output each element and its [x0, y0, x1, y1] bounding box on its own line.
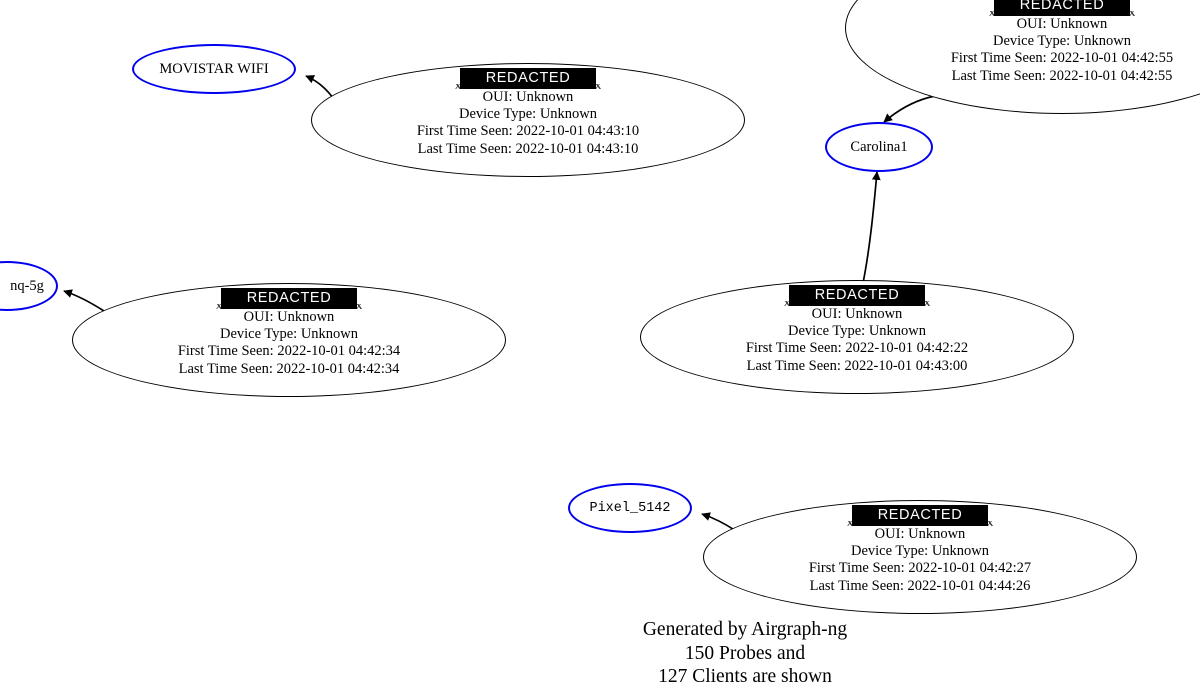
device-type-label: Device Type: — [992, 33, 1071, 50]
client-first-seen: First Time Seen: 2022-10-01 04:42:34 — [178, 343, 400, 360]
client-node-top-right[interactable]: REDACTED XX:XX:XX:XX:XX:XX OUI: Unknown … — [845, 0, 1200, 114]
client-last-seen: Last Time Seen: 2022-10-01 04:43:10 — [418, 141, 639, 158]
device-type-label: Device Type: — [458, 106, 537, 123]
last-seen-value: 2022-10-01 04:44:26 — [907, 577, 1031, 594]
oui-label: OUI: — [874, 526, 905, 542]
client-oui: OUI: Unknown — [812, 306, 903, 323]
client-last-seen: Last Time Seen: 2022-10-01 04:43:00 — [747, 358, 968, 375]
probe-label: nq-5g — [10, 277, 44, 294]
probe-label: MOVISTAR WIFI — [159, 60, 269, 77]
first-seen-value: 2022-10-01 04:42:27 — [908, 560, 1032, 577]
first-seen-label: First Time Seen: — [416, 123, 513, 140]
probe-node-carolina1[interactable]: Carolina1 — [825, 122, 933, 172]
device-type-value: Unknown — [931, 543, 990, 560]
probe-node-nq-5g[interactable]: nq-5g — [0, 261, 58, 311]
first-seen-value: 2022-10-01 04:42:55 — [1050, 50, 1174, 67]
probe-label: Pixel_5142 — [589, 500, 671, 516]
first-seen-value: 2022-10-01 04:43:10 — [516, 123, 640, 140]
client-first-seen: First Time Seen: 2022-10-01 04:42:27 — [809, 560, 1031, 577]
probe-node-movistar-wifi[interactable]: MOVISTAR WIFI — [132, 44, 296, 94]
device-type-value: Unknown — [1073, 33, 1132, 50]
oui-value: Unknown — [1050, 16, 1108, 32]
client-device-type: Device Type: Unknown — [459, 106, 597, 123]
probe-label: Carolina1 — [850, 138, 908, 155]
last-seen-value: 2022-10-01 04:43:10 — [515, 140, 639, 157]
redacted-mac-bar: REDACTED — [788, 285, 926, 306]
oui-label: OUI: — [482, 89, 513, 105]
graph-footer: Generated by Airgraph-ng 150 Probes and … — [0, 618, 1200, 689]
oui-value: Unknown — [277, 309, 335, 325]
client-device-type: Device Type: Unknown — [851, 543, 989, 560]
oui-label: OUI: — [243, 309, 274, 325]
first-seen-value: 2022-10-01 04:42:22 — [845, 340, 969, 357]
probe-node-pixel-5142[interactable]: Pixel_5142 — [568, 483, 692, 533]
redacted-mac-bar: REDACTED — [220, 288, 358, 309]
last-seen-label: Last Time Seen: — [417, 140, 512, 157]
client-node-mid-left[interactable]: REDACTED XX:XX:XX:XX:XX:XX OUI: Unknown … — [72, 283, 506, 397]
footer-probe-count-line: 150 Probes and — [684, 642, 806, 664]
first-seen-label: First Time Seen: — [808, 560, 905, 577]
last-seen-label: Last Time Seen: — [809, 577, 904, 594]
client-last-seen: Last Time Seen: 2022-10-01 04:42:55 — [952, 68, 1173, 85]
edge-client-top-right-to-carolina1 — [883, 95, 936, 123]
client-oui: OUI: Unknown — [244, 309, 335, 326]
first-seen-label: First Time Seen: — [177, 343, 274, 360]
last-seen-label: Last Time Seen: — [746, 357, 841, 374]
last-seen-value: 2022-10-01 04:43:00 — [844, 357, 968, 374]
client-node-bottom[interactable]: REDACTED XX:XX:XX:XX:XX:XX OUI: Unknown … — [703, 500, 1137, 614]
device-type-label: Device Type: — [219, 326, 298, 343]
footer-client-count-line: 127 Clients are shown — [658, 666, 832, 687]
device-type-value: Unknown — [539, 106, 598, 123]
oui-label: OUI: — [1016, 16, 1047, 32]
last-seen-label: Last Time Seen: — [178, 360, 273, 377]
client-oui: OUI: Unknown — [483, 89, 574, 106]
device-type-value: Unknown — [300, 326, 359, 343]
redacted-mac-bar: REDACTED — [993, 0, 1131, 16]
client-device-type: Device Type: Unknown — [788, 323, 926, 340]
device-type-label: Device Type: — [787, 323, 866, 340]
oui-value: Unknown — [908, 526, 966, 542]
client-first-seen: First Time Seen: 2022-10-01 04:43:10 — [417, 123, 639, 140]
oui-value: Unknown — [516, 89, 574, 105]
redacted-mac-bar: REDACTED — [851, 505, 989, 526]
client-first-seen: First Time Seen: 2022-10-01 04:42:55 — [951, 50, 1173, 67]
client-oui: OUI: Unknown — [875, 526, 966, 543]
first-seen-label: First Time Seen: — [950, 50, 1047, 67]
last-seen-value: 2022-10-01 04:42:55 — [1049, 67, 1173, 84]
device-type-label: Device Type: — [850, 543, 929, 560]
edge-client-mid-right-to-carolina1 — [861, 171, 881, 289]
client-device-type: Device Type: Unknown — [993, 33, 1131, 50]
last-seen-value: 2022-10-01 04:42:34 — [276, 360, 400, 377]
last-seen-label: Last Time Seen: — [951, 67, 1046, 84]
client-node-mid-right[interactable]: REDACTED XX:XX:XX:XX:XX:XX OUI: Unknown … — [640, 280, 1074, 394]
client-node-top-left[interactable]: REDACTED XX:XX:XX:XX:XX:XX OUI: Unknown … — [311, 63, 745, 177]
footer-generator-line: Generated by Airgraph-ng — [642, 619, 848, 640]
client-device-type: Device Type: Unknown — [220, 326, 358, 343]
first-seen-label: First Time Seen: — [745, 340, 842, 357]
client-last-seen: Last Time Seen: 2022-10-01 04:44:26 — [810, 578, 1031, 595]
client-oui: OUI: Unknown — [1017, 16, 1108, 33]
client-first-seen: First Time Seen: 2022-10-01 04:42:22 — [746, 340, 968, 357]
client-last-seen: Last Time Seen: 2022-10-01 04:42:34 — [179, 361, 400, 378]
first-seen-value: 2022-10-01 04:42:34 — [277, 343, 401, 360]
oui-label: OUI: — [811, 306, 842, 322]
oui-value: Unknown — [845, 306, 903, 322]
device-type-value: Unknown — [868, 323, 927, 340]
redacted-mac-bar: REDACTED — [459, 68, 597, 89]
